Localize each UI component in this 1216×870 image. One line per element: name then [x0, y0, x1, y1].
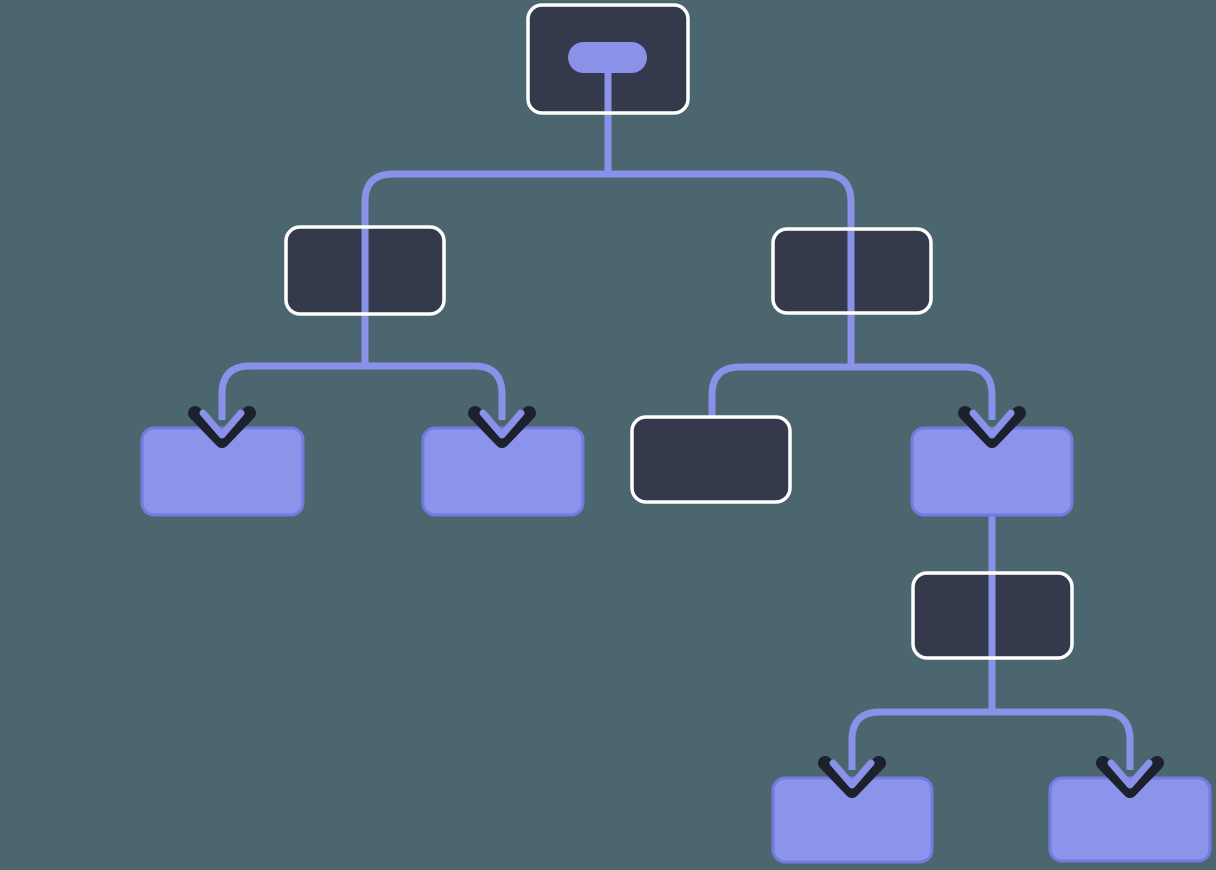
tree-node-leaf-bottom-2[interactable]: [1048, 776, 1212, 863]
tree-node-leaf-left-2[interactable]: [421, 426, 585, 517]
chevron-black-stroke: [958, 406, 1026, 448]
chevron-purple-stroke: [829, 759, 875, 789]
connector-edge-bottom-fork: [848, 708, 1134, 770]
tree-node-leaf-right-1[interactable]: [910, 426, 1074, 517]
tree-node-leaf-left-1[interactable]: [140, 426, 305, 517]
chevron-black-stroke: [188, 406, 256, 448]
chevron-down-icon: [958, 406, 1026, 448]
tree-node-leaf-dark[interactable]: [632, 417, 790, 502]
chevron-black-stroke: [1096, 756, 1164, 798]
chevron-down-icon: [188, 406, 256, 448]
tree-node-leaf-dark-border: [630, 415, 792, 504]
tree-node-leaf-bottom-1[interactable]: [771, 776, 934, 864]
connector-edge-right-fork: [708, 363, 996, 420]
chevron-purple-stroke: [969, 409, 1015, 439]
tree-node-branch-bottom-border: [911, 571, 1074, 660]
tree-node-branch-right-border: [771, 227, 933, 315]
connector-edge-top-branch: [361, 170, 855, 367]
chevron-black-stroke: [468, 406, 536, 448]
chevron-down-icon: [818, 756, 886, 798]
chevron-purple-stroke: [479, 409, 525, 439]
chevron-down-icon: [468, 406, 536, 448]
chevron-purple-stroke: [1107, 759, 1153, 789]
chevron-purple-stroke: [199, 409, 245, 439]
tree-node-branch-left-border: [284, 225, 446, 316]
connector-edge-left-fork: [218, 362, 506, 420]
tree-node-root-border: [526, 3, 690, 115]
root-pill-icon: [568, 42, 647, 73]
chevron-black-stroke: [818, 756, 886, 798]
chevron-down-icon: [1096, 756, 1164, 798]
